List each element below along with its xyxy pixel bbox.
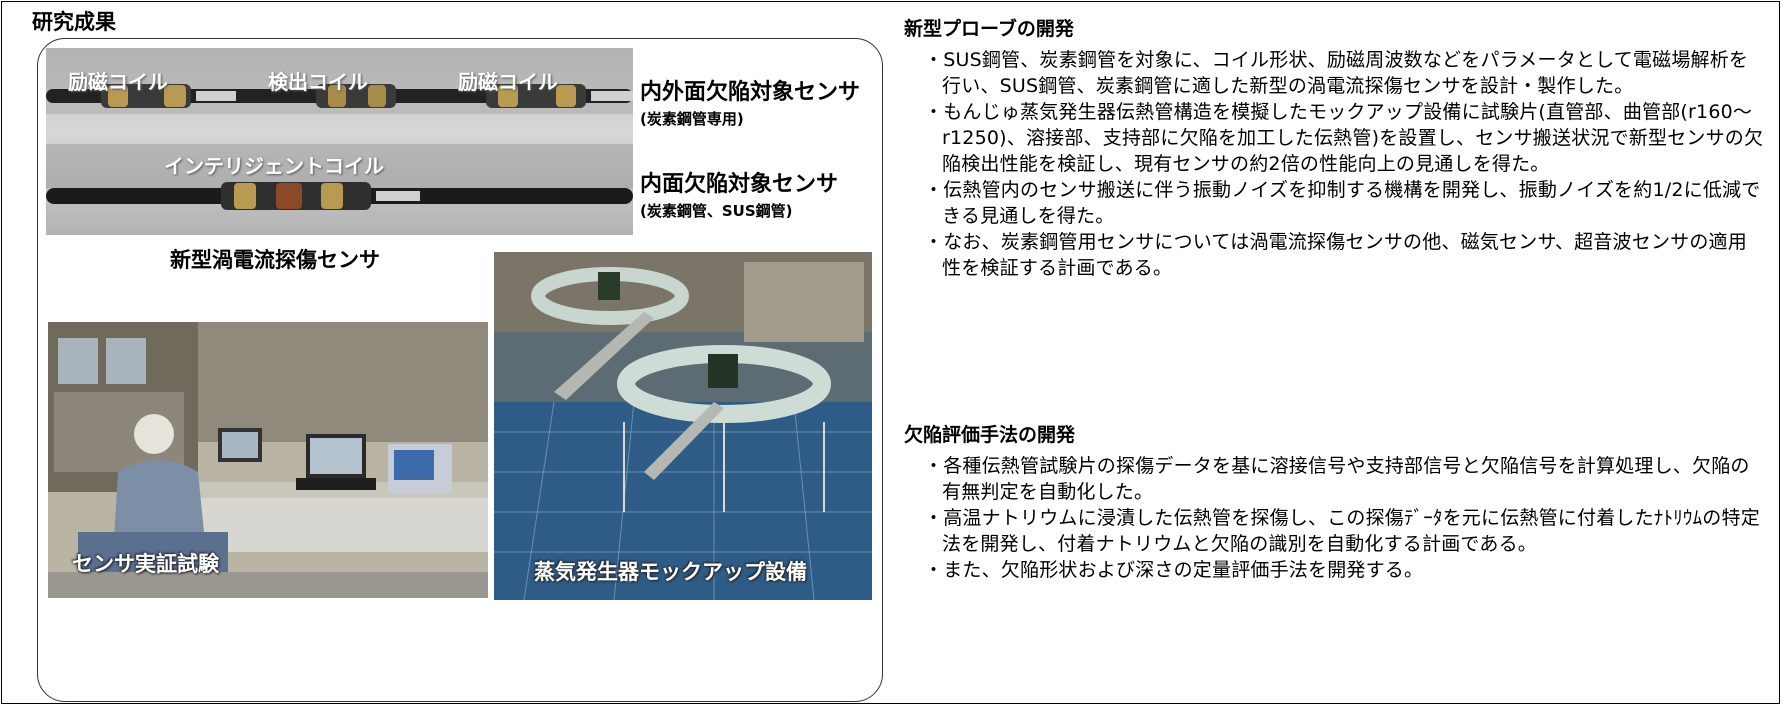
coil-label-detection: 検出コイル: [268, 70, 368, 94]
list-item: ・各種伝熱管試験片の探傷データを基に溶接信号や支持部信号と欠陥信号を計算処理し、…: [924, 455, 1750, 503]
inner-defect-sensor-label: 内面欠陥対象センサ (炭素鋼管、SUS鋼管): [640, 166, 838, 221]
list-item: ・もんじゅ蒸気発生器伝熱管構造を模擬したモックアップ設備に試験片(直管部、曲管部…: [924, 101, 1764, 175]
list-item: ・また、欠陥形状および深さの定量評価手法を開発する。: [924, 559, 1424, 581]
list-item: ・伝熱管内のセンサ搬送に伴う振動ノイズを抑制する機構を開発し、振動ノイズを約1/…: [924, 179, 1761, 227]
probe-development-title: 新型プローブの開発: [904, 18, 1074, 40]
defect-evaluation-section: 欠陥評価手法の開発 ・各種伝熱管試験片の探傷データを基に溶接信号や支持部信号と欠…: [904, 420, 1764, 583]
section-heading: 研究成果: [32, 10, 116, 34]
inner-defect-sensor-sub: (炭素鋼管、SUS鋼管): [640, 202, 793, 220]
outer-defect-sensor-sub: (炭素鋼管専用): [640, 110, 744, 128]
outer-defect-sensor-label: 内外面欠陥対象センサ (炭素鋼管専用): [640, 74, 860, 129]
mockup-scene-illustration: [494, 252, 872, 600]
coil-label-excitation-right: 励磁コイル: [458, 70, 558, 94]
list-item: ・なお、炭素鋼管用センサについては渦電流探傷センサの他、磁気センサ、超音波センサ…: [924, 231, 1747, 279]
lab-scene-illustration: [48, 322, 488, 598]
coil-label-excitation-left: 励磁コイル: [68, 70, 168, 94]
sensor-photo: 励磁コイル 検出コイル 励磁コイル インテリジェントコイル: [46, 48, 633, 235]
mockup-facility-photo: 蒸気発生器モックアップ設備: [494, 252, 872, 600]
probe-development-list: ・SUS鋼管、炭素鋼管を対象に、コイル形状、励磁周波数などをパラメータとして電磁…: [904, 47, 1764, 281]
lab-test-photo: センサ実証試験: [48, 322, 488, 598]
inner-defect-sensor-title: 内面欠陥対象センサ: [640, 172, 839, 197]
list-item: ・高温ナトリウムに浸漬した伝熱管を探傷し、この探傷ﾃﾞｰﾀを元に伝熱管に付着した…: [924, 507, 1760, 555]
defect-evaluation-title: 欠陥評価手法の開発: [904, 424, 1076, 446]
probe-development-section: 新型プローブの開発 ・SUS鋼管、炭素鋼管を対象に、コイル形状、励磁周波数などを…: [904, 14, 1764, 281]
outer-defect-sensor-title: 内外面欠陥対象センサ: [640, 80, 861, 105]
list-item: ・SUS鋼管、炭素鋼管を対象に、コイル形状、励磁周波数などをパラメータとして電磁…: [924, 49, 1749, 97]
sensor-caption: 新型渦電流探傷センサ: [170, 248, 380, 272]
results-panel: [37, 38, 883, 702]
sensor-cables-illustration: [46, 48, 633, 210]
coil-label-intelligent: インテリジェントコイル: [164, 154, 384, 178]
lab-test-caption: センサ実証試験: [72, 552, 219, 576]
defect-evaluation-list: ・各種伝熱管試験片の探傷データを基に溶接信号や支持部信号と欠陥信号を計算処理し、…: [904, 453, 1764, 583]
mockup-facility-caption: 蒸気発生器モックアップ設備: [534, 560, 807, 584]
